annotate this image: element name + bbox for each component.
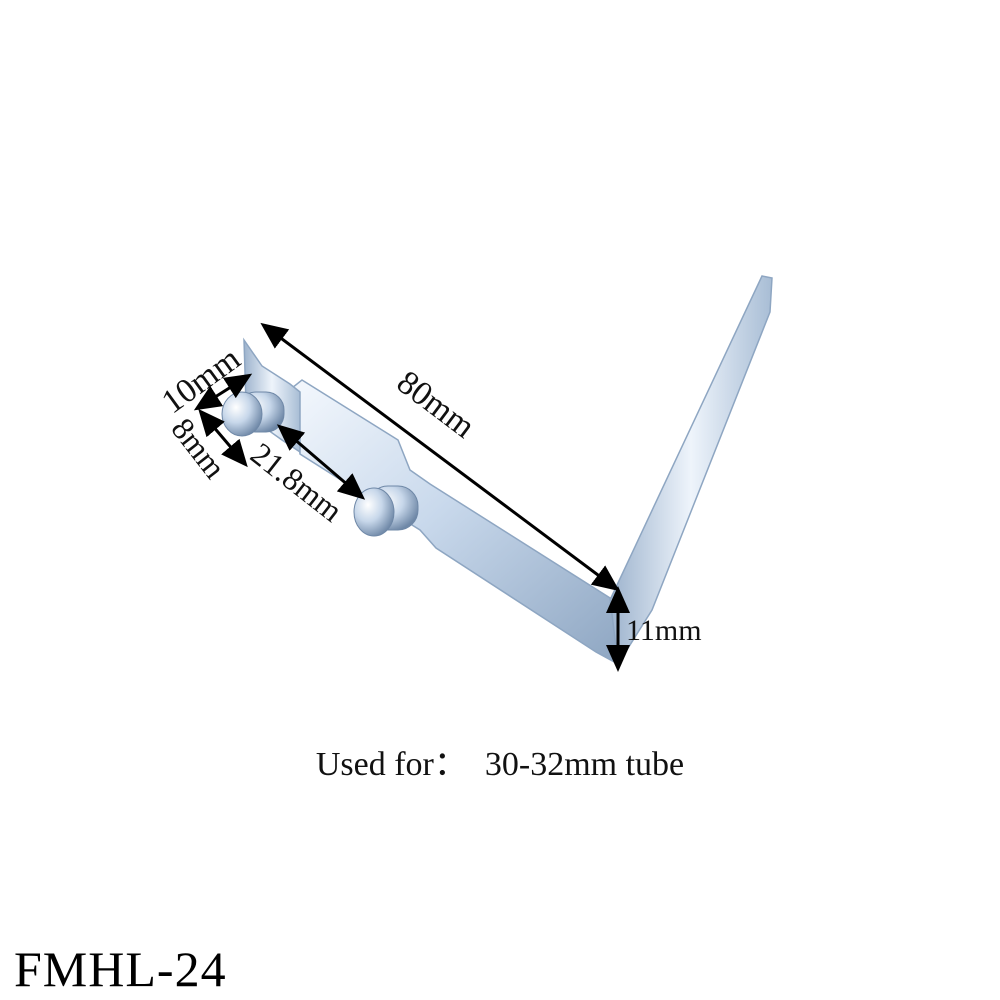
dimension-label-bend-height: 11mm (626, 614, 702, 647)
usage-caption: Used for： 30-32mm tube (0, 736, 1000, 785)
arrow-8mm (198, 408, 248, 468)
model-number: FMHL-24 (14, 941, 227, 997)
usage-label: Used for： (315, 746, 468, 783)
dimension-arrows (193, 322, 630, 672)
pin-knob-lower (353, 485, 419, 537)
pin-knob-upper (221, 391, 285, 437)
arrow-21-8mm (276, 424, 366, 500)
usage-value: 30-32mm tube (484, 746, 685, 783)
arrow-80mm (260, 322, 620, 592)
bracket-vertical-arm (609, 275, 773, 667)
arrow-10mm (193, 373, 253, 411)
